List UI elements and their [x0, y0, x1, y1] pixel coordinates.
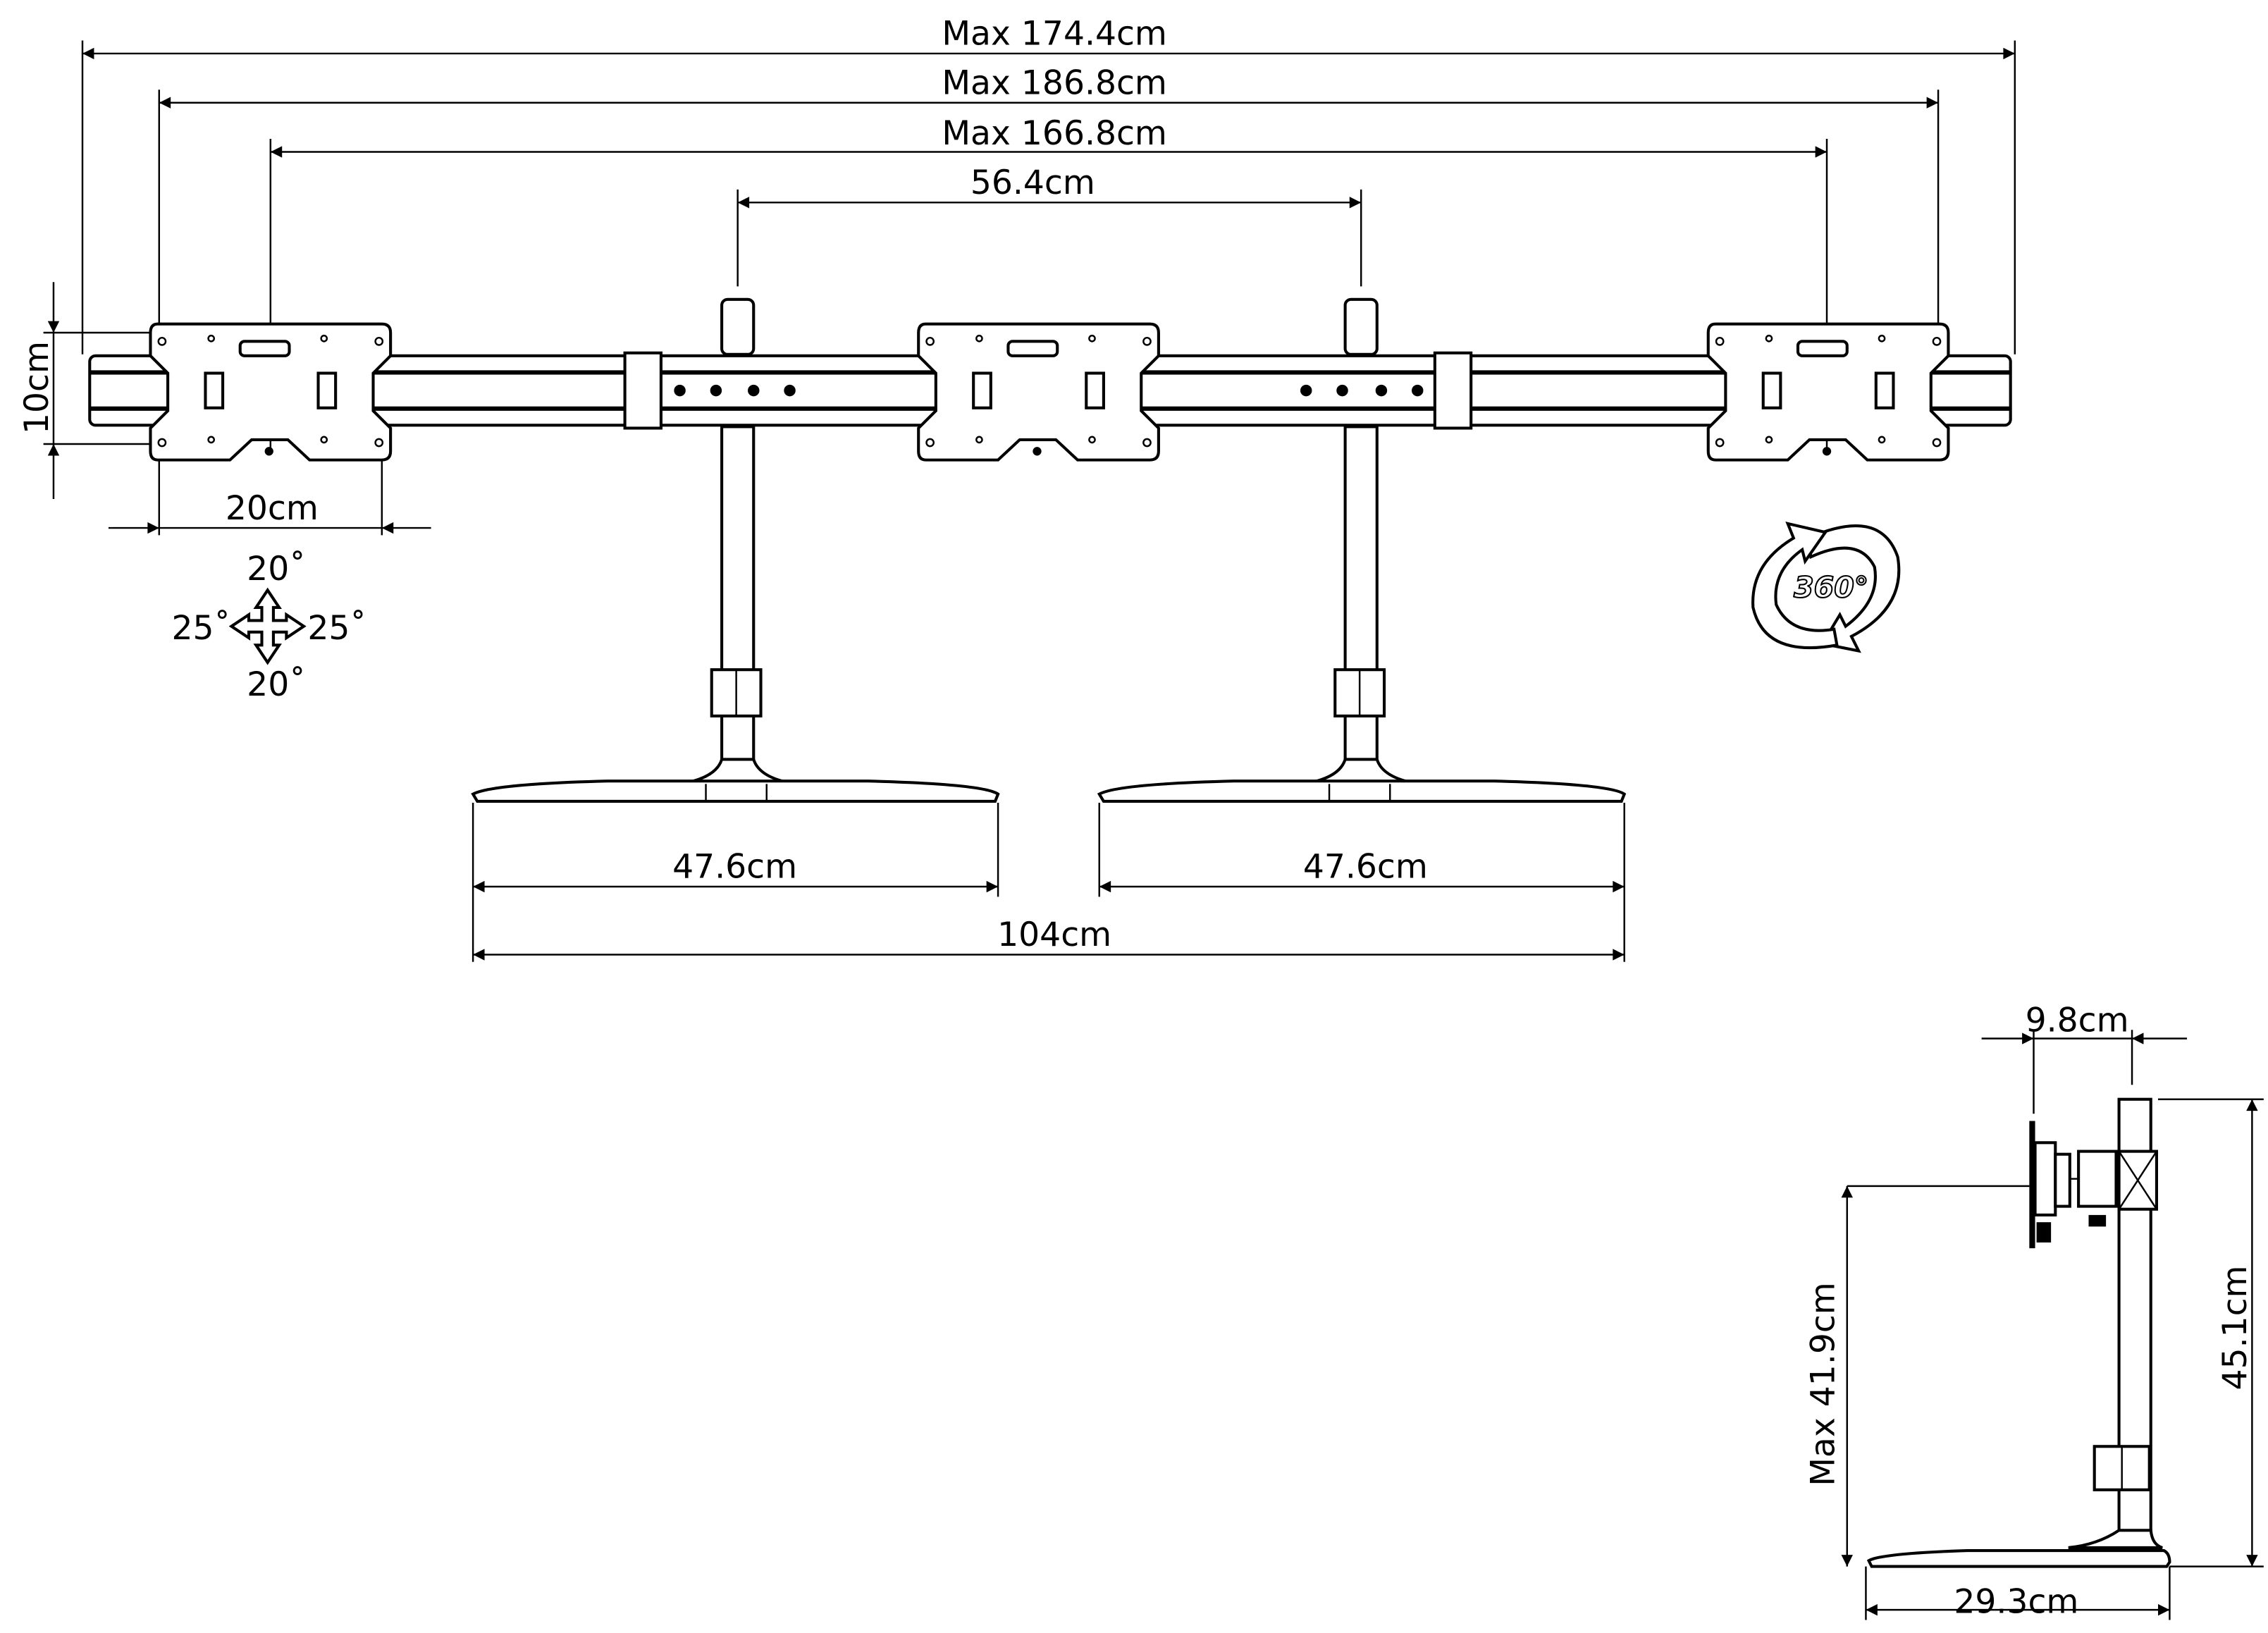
dimension-base-depth: 29.3cm [1866, 1582, 2170, 1621]
vesa-plate-right [1708, 324, 1949, 460]
dimension-label: 9.8cm [2026, 1001, 2129, 1040]
dimension-plate-centers: Max 166.8cm [270, 114, 1828, 158]
tilt-swivel-indicator: 20˚ 20˚ 25˚ 25˚ [171, 550, 366, 704]
vesa-plate-left [150, 324, 390, 460]
dimension-label: 45.1cm [2216, 1265, 2255, 1390]
tilt-down-label: 20˚ [247, 665, 306, 704]
dimension-plate-width: 20cm [108, 489, 431, 534]
dimension-max-height: Max 41.9cm [1804, 1185, 1853, 1567]
dimension-depth: 9.8cm [1981, 1001, 2188, 1044]
dimension-outer-plates: Max 186.8cm [159, 63, 1939, 109]
dimension-label: 29.3cm [1954, 1582, 2078, 1621]
dimension-label: 47.6cm [1303, 848, 1428, 887]
dimension-label: 20cm [226, 489, 319, 528]
side-stand [1866, 1097, 2171, 1568]
pole-right [1097, 297, 1627, 803]
dimension-label: 10cm [18, 341, 56, 434]
dimension-pole-height: 45.1cm [2216, 1099, 2258, 1567]
dimension-label: Max 166.8cm [942, 114, 1167, 153]
dimension-label: 47.6cm [672, 848, 797, 887]
tilt-up-label: 20˚ [247, 550, 306, 589]
dimension-label: 56.4cm [970, 164, 1095, 202]
dimension-pole-spacing: 56.4cm [737, 164, 1362, 209]
dimension-base-right: 47.6cm [1099, 848, 1625, 893]
dimension-label: Max 41.9cm [1804, 1282, 1842, 1486]
swivel-right-label: 25˚ [307, 609, 366, 648]
side-extension-lines [1847, 1030, 2264, 1620]
four-way-arrow-icon [228, 587, 307, 665]
swivel-left-label: 25˚ [171, 609, 230, 648]
side-view: 9.8cm 45.1cm Max 41.9cm 29.3cm [1804, 1001, 2264, 1621]
dimension-bases-total: 104cm [473, 916, 1625, 961]
dimension-label: Max 174.4cm [942, 15, 1167, 54]
dimension-label: 104cm [997, 916, 1111, 954]
rotation-label: 360° [1794, 571, 1868, 605]
dimension-base-left: 47.6cm [473, 848, 999, 893]
dimension-plate-height: 10cm [18, 282, 60, 500]
dimension-overall-rail: Max 174.4cm [82, 15, 2015, 60]
rotation-360-icon: 360° [1751, 522, 1901, 653]
dimension-label: Max 186.8cm [942, 63, 1167, 102]
extension-lines [43, 40, 2016, 962]
front-view: Max 174.4cm Max 186.8cm Max 166.8cm 56.4… [18, 15, 2016, 962]
vesa-plate-center [918, 324, 1159, 460]
